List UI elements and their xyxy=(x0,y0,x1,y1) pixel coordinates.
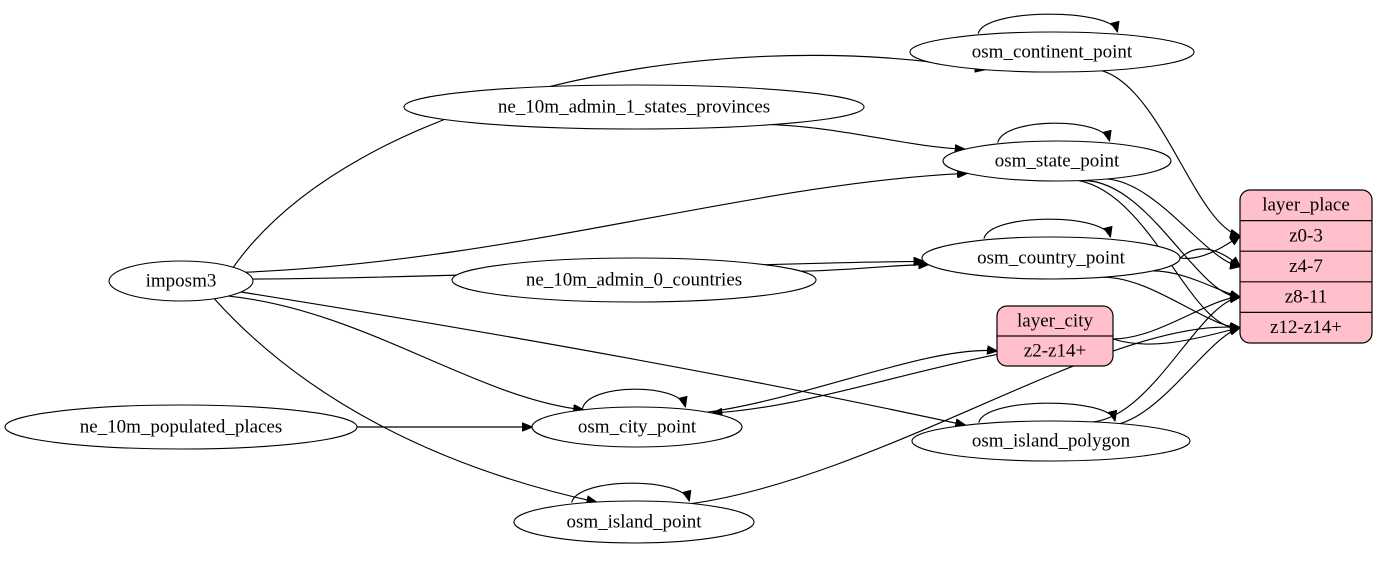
node-shape xyxy=(108,260,254,302)
record-background xyxy=(1239,189,1373,344)
edge xyxy=(978,402,1115,423)
edge xyxy=(983,218,1110,239)
edge xyxy=(1076,297,1240,423)
node-ne_10m_populated_places[interactable]: ne_10m_populated_places xyxy=(4,404,358,450)
node-ne_10m_admin_1_states_provinces[interactable]: ne_10m_admin_1_states_provinces xyxy=(403,84,865,130)
node-shape xyxy=(403,84,865,130)
node-osm_city_point[interactable]: osm_city_point xyxy=(531,406,743,448)
edge xyxy=(571,482,690,503)
node-shape xyxy=(942,140,1172,182)
edge xyxy=(581,388,685,409)
edge xyxy=(771,124,965,150)
nodes-layer: imposm3 ne_10m_admin_1_states_provincesne… xyxy=(4,31,1373,544)
node-shape xyxy=(909,31,1195,73)
node-osm_island_polygon[interactable]: osm_island_polygon xyxy=(911,420,1191,462)
edges-layer xyxy=(213,13,1241,505)
node-ne_10m_admin_0_countries[interactable]: ne_10m_admin_0_countries xyxy=(451,257,817,303)
edge xyxy=(228,295,583,410)
edge xyxy=(1174,248,1240,267)
node-shape xyxy=(451,257,817,303)
edge xyxy=(1112,297,1240,340)
edge xyxy=(1112,328,1240,345)
edge xyxy=(997,122,1110,143)
node-shape xyxy=(531,406,743,448)
node-shape xyxy=(911,420,1191,462)
node-osm_island_point[interactable]: osm_island_point xyxy=(513,500,755,544)
node-imposm3[interactable]: imposm3 xyxy=(108,260,254,302)
edge xyxy=(240,291,965,425)
edge xyxy=(1090,178,1240,267)
node-osm_continent_point[interactable]: osm_continent_point xyxy=(909,31,1195,73)
edge xyxy=(213,298,596,502)
edge xyxy=(707,350,997,413)
node-shape xyxy=(4,404,358,450)
edge xyxy=(1083,179,1240,298)
edge xyxy=(977,13,1117,34)
edge xyxy=(1103,276,1240,328)
node-osm_country_point[interactable]: osm_country_point xyxy=(921,236,1181,280)
edge xyxy=(800,265,929,272)
edge xyxy=(245,173,968,273)
edge xyxy=(691,327,1241,505)
node-shape xyxy=(513,500,755,544)
node-osm_state_point[interactable]: osm_state_point xyxy=(942,140,1172,182)
node-shape xyxy=(921,236,1181,280)
